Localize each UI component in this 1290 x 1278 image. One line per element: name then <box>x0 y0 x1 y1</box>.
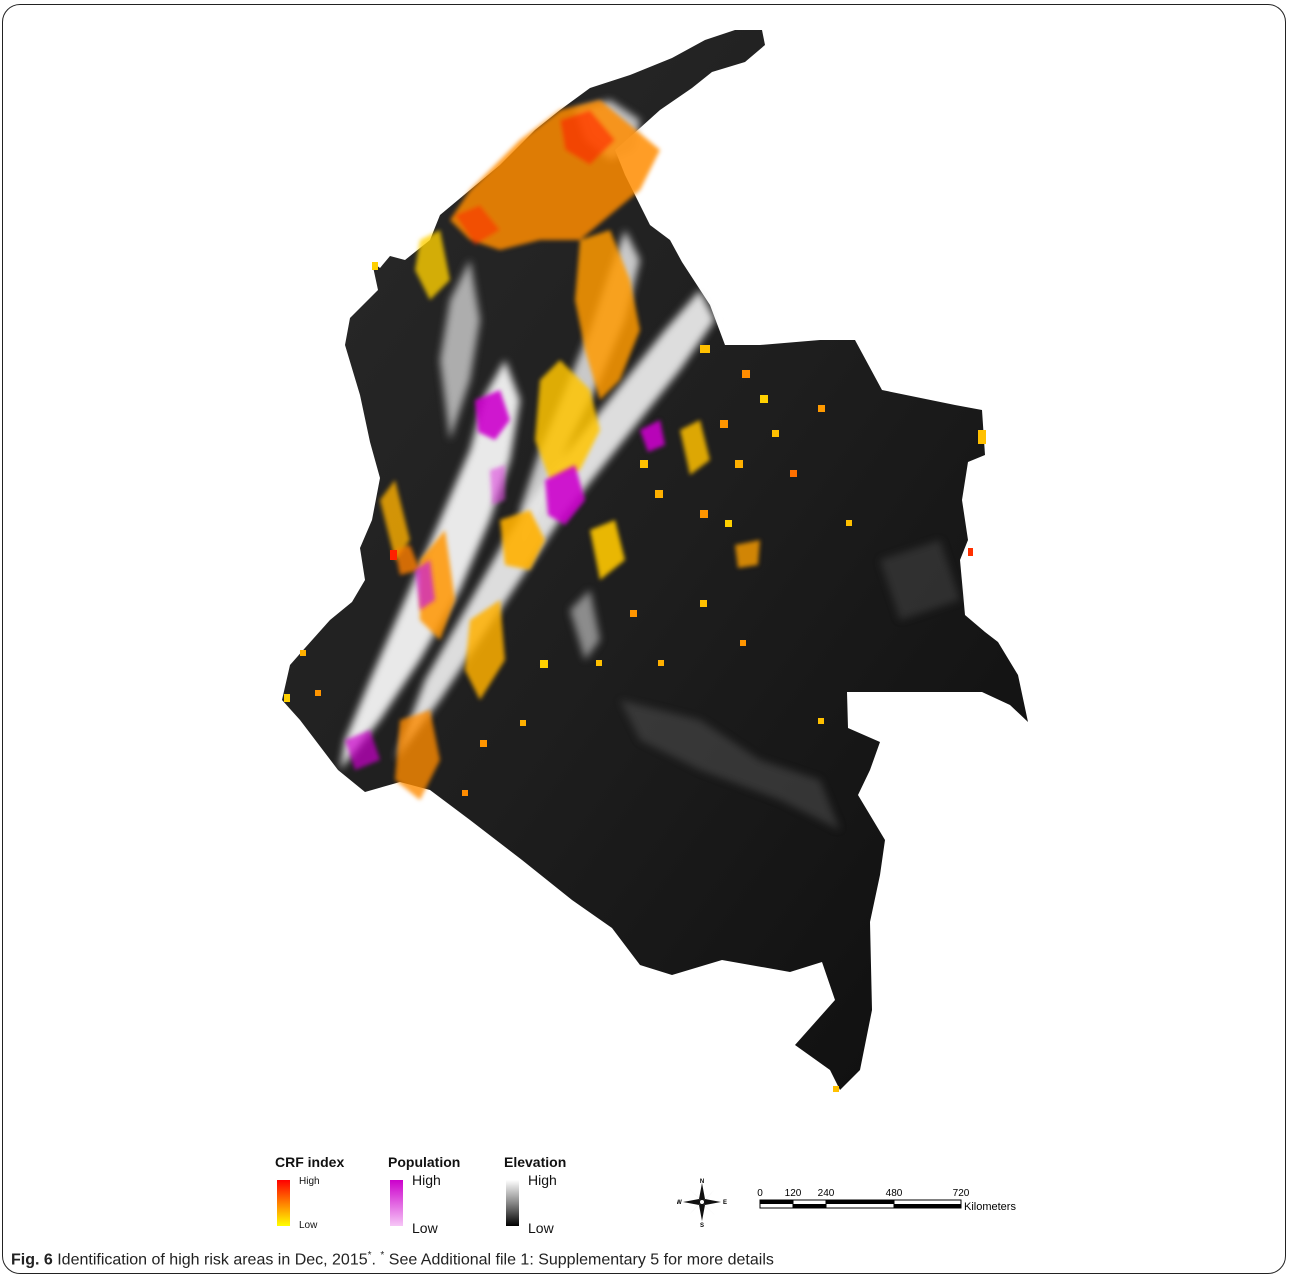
caption-note: See Additional file 1: Supplementary 5 f… <box>384 1251 774 1269</box>
legend-population-title: Population <box>388 1154 461 1170</box>
scale-tick-120: 120 <box>785 1188 802 1199</box>
caption-sep: . <box>371 1251 381 1269</box>
scale-unit: Kilometers <box>964 1201 1016 1213</box>
compass-rose-icon: N S W E <box>677 1179 727 1227</box>
legend-population-high: High <box>412 1172 441 1188</box>
scale-tick-480: 480 <box>886 1188 903 1199</box>
legend-crf-index: CRF index High Low <box>275 1154 345 1231</box>
population-centers <box>345 390 665 770</box>
legend-crf-title: CRF index <box>275 1154 345 1170</box>
compass-s: S <box>700 1223 704 1227</box>
caption-label: Fig. 6 <box>11 1251 53 1269</box>
figure-frame <box>2 4 1286 1274</box>
scale-tick-0: 0 <box>757 1188 763 1199</box>
caption-mark: * <box>367 1250 372 1261</box>
legend-crf-high: High <box>299 1176 320 1187</box>
scale-tick-720: 720 <box>953 1188 970 1199</box>
legend-elevation-ramp <box>506 1180 519 1226</box>
legend-elevation-low: Low <box>528 1220 554 1236</box>
legend-population: Population High Low <box>388 1154 461 1236</box>
legend-population-low: Low <box>412 1220 438 1236</box>
compass-w: W <box>677 1200 682 1206</box>
crf-risk-areas <box>380 100 760 800</box>
caption-text: Identification of high risk areas in Dec… <box>52 1251 368 1269</box>
compass-n: N <box>700 1179 704 1185</box>
legend-crf-ramp <box>277 1180 290 1226</box>
scale-bar: 0 120 240 480 720 Kilometers <box>757 1188 1016 1213</box>
legend-elevation-title: Elevation <box>504 1154 567 1170</box>
colombia-risk-map <box>282 30 1028 1092</box>
legend-elevation-high: High <box>528 1172 557 1188</box>
figure-caption: Fig. 6 Identification of high risk areas… <box>11 1250 774 1269</box>
legend-elevation: Elevation High Low <box>504 1154 567 1236</box>
caption-mark2: * <box>380 1250 385 1261</box>
eastern-lowland-shading <box>620 540 960 830</box>
legend-population-ramp <box>390 1180 403 1226</box>
crf-risk-cells <box>284 262 986 1092</box>
compass-e: E <box>723 1200 727 1206</box>
scale-tick-240: 240 <box>818 1188 835 1199</box>
legend-crf-low: Low <box>299 1220 318 1231</box>
